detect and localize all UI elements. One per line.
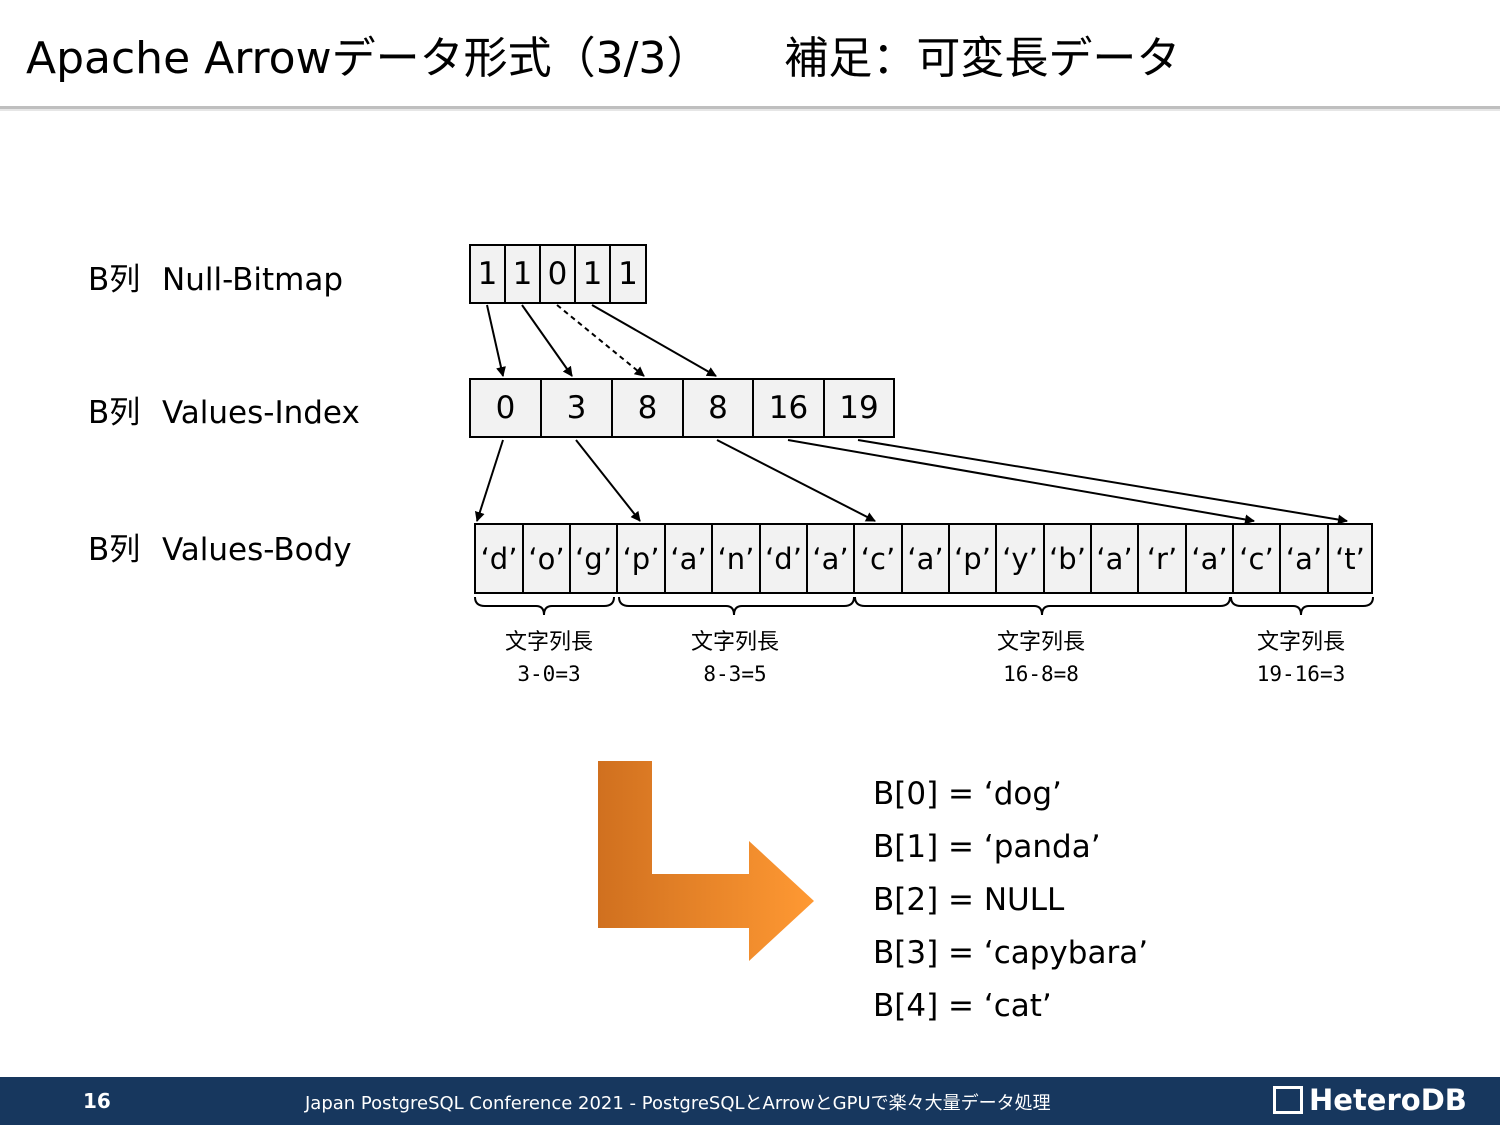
body-cell: ‘a’ [1090,523,1139,594]
result-item: B[0] = ‘dog’ [873,776,1062,812]
index-to-body-arrow [474,439,504,522]
bitmap-null-dashed-arrow [556,304,645,377]
index-cell: 0 [469,378,542,438]
segment-label-formula: 3-0=3 [517,662,581,686]
segment-label-title: 文字列長 [690,630,779,655]
page-number: 16 [83,1089,111,1113]
conference-title: Japan PostgreSQL Conference 2021 - Postg… [305,1093,1051,1114]
heterodb-logo-text: HeteroDB [1309,1083,1467,1117]
title-divider [0,106,1500,109]
body-cell: ‘a’ [664,523,713,594]
label-null-bitmap-name: Null-Bitmap [162,262,344,298]
body-cell: ‘a’ [806,523,855,594]
label-values-body-col: B列 [88,532,141,568]
bitmap-cell: 1 [609,244,647,304]
body-cell: ‘t’ [1327,523,1373,594]
heterodb-logo-icon [1273,1086,1303,1114]
bitmap-cell: 1 [469,244,506,304]
bent-result-arrow [598,761,814,961]
index-to-body-arrow [716,439,876,522]
body-cell: ‘b’ [1043,523,1092,594]
result-list: B[0] = ‘dog’ B[1] = ‘panda’ B[2] = NULL … [873,772,1148,1037]
bitmap-to-index-arrow [521,304,573,377]
index-cell: 8 [682,378,754,438]
segment-label: 文字列長 3-0=3 [449,624,649,686]
label-null-bitmap: B列 Null-Bitmap [88,254,343,299]
title-divider-shadow [0,109,1500,111]
index-cell: 19 [823,378,895,438]
segment-label-formula: 19-16=3 [1256,662,1346,686]
slide-title-sub: 補足：可変長データ [784,33,1181,84]
bitmap-cell: 1 [504,244,541,304]
body-cell: ‘p’ [616,523,666,594]
index-to-body-arrow [575,439,641,522]
segment-brace [1230,596,1374,616]
label-values-body: B列 Values-Body [88,524,352,569]
segment-label: 文字列長 16-8=8 [941,624,1141,686]
body-cell: ‘p’ [948,523,997,594]
label-values-body-name: Values-Body [162,532,352,568]
body-cell: ‘d’ [474,523,524,594]
segment-label-formula: 8-3=5 [703,662,767,686]
index-cell: 16 [752,378,825,438]
slide-footer: 16 Japan PostgreSQL Conference 2021 - Po… [0,1077,1500,1125]
segment-label-formula: 16-8=8 [1003,662,1079,686]
label-values-index-name: Values-Index [162,395,360,431]
segment-label-title: 文字列長 [504,630,593,655]
segment-brace [618,596,855,616]
segment-label: 文字列長 8-3=5 [635,624,835,686]
body-cell: ‘c’ [853,523,903,594]
index-to-body-arrow [787,439,1255,525]
bitmap-cell: 0 [539,244,576,304]
result-item: B[3] = ‘capybara’ [873,935,1149,971]
segment-label-title: 文字列長 [1256,630,1345,655]
result-item: B[2] = NULL [873,882,1065,918]
bitmap-to-index-arrow [486,304,506,377]
segment-label: 文字列長 19-16=3 [1201,624,1401,686]
label-values-index: B列 Values-Index [88,387,360,432]
body-cell: ‘a’ [901,523,950,594]
body-cell: ‘g’ [569,523,618,594]
bitmap-to-index-arrow [591,304,717,377]
label-values-index-col: B列 [88,395,141,431]
heterodb-logo: HeteroDB [1273,1083,1467,1117]
segment-label-title: 文字列長 [996,630,1085,655]
segment-brace [854,596,1231,616]
index-to-body-arrow [857,439,1348,525]
result-item: B[4] = ‘cat’ [873,988,1052,1024]
slide-title: Apache Arrowデータ形式（3/3） 補足：可変長データ [26,22,1180,86]
slide-title-main: Apache Arrowデータ形式（3/3） [26,33,711,84]
bitmap-cell: 1 [574,244,611,304]
body-cell: ‘n’ [711,523,761,594]
label-null-bitmap-col: B列 [88,262,141,298]
result-item: B[1] = ‘panda’ [873,829,1101,865]
body-cell: ‘a’ [1279,523,1329,594]
segment-brace [474,596,615,616]
